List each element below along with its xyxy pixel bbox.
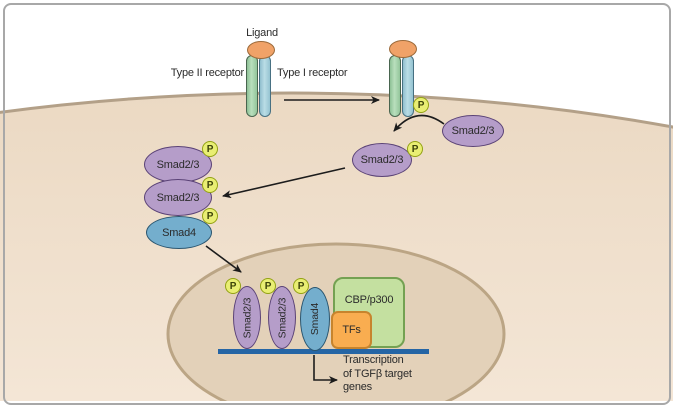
arrow-transcription — [313, 355, 338, 384]
smad23-nuclear-oval: Smad2/3 — [268, 286, 296, 349]
phosphate-badge: P — [413, 97, 429, 113]
arrow-nuclear-import — [205, 245, 242, 273]
smad23-label: Smad2/3 — [241, 297, 254, 338]
transcription-note: Transcription of TGFβ target genes — [343, 354, 412, 393]
arrow-complex-formation — [222, 167, 346, 199]
tfs-box: TFs — [331, 311, 372, 349]
type1-receptor-bar — [259, 55, 271, 117]
type2-receptor-bar — [246, 55, 258, 117]
phosphate-badge: P — [202, 208, 218, 224]
arrow-smad-recruitment — [393, 114, 445, 132]
phosphate-badge: P — [260, 278, 276, 294]
phosphate-badge: P — [225, 278, 241, 294]
cell-membrane — [0, 91, 673, 129]
type2-receptor-label: Type II receptor — [170, 67, 244, 79]
smad23-oval: Smad2/3 — [144, 179, 212, 216]
smad23-oval: Smad2/3 — [144, 146, 212, 183]
smad23-label: Smad2/3 — [276, 297, 289, 338]
dna-line — [218, 349, 429, 354]
ligand-shape — [389, 40, 417, 58]
ligand-label: Ligand — [246, 27, 278, 39]
type1-receptor-label: Type I receptor — [277, 67, 348, 79]
smad4-label: Smad4 — [309, 302, 321, 336]
phosphate-badge: P — [293, 278, 309, 294]
phosphate-badge: P — [407, 141, 423, 157]
ligand-shape — [247, 41, 275, 59]
type2-receptor-bar — [389, 55, 401, 117]
smad23-phospho-oval: Smad2/3 — [352, 143, 412, 177]
smad23-oval: Smad2/3 — [442, 115, 504, 147]
smad23-nuclear-oval: Smad2/3 — [233, 286, 261, 349]
smad4-oval: Smad4 — [146, 216, 212, 249]
smad4-nuclear-oval: Smad4 — [300, 287, 330, 351]
phosphate-badge: P — [202, 177, 218, 193]
type1-receptor-bar — [402, 55, 414, 117]
phosphate-badge: P — [202, 141, 218, 157]
